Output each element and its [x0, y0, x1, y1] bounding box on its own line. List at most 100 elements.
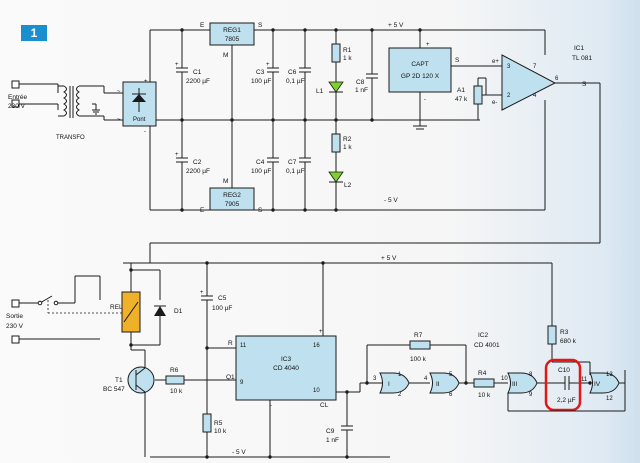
output-terminal-1 [11, 299, 20, 308]
svg-text:S: S [582, 81, 587, 88]
svg-text:100 µF: 100 µF [251, 78, 271, 85]
svg-text:e-: e- [492, 100, 497, 106]
rail-minus5v-bottom: - 5 V [232, 449, 246, 456]
r1-resistor [331, 43, 341, 63]
svg-text:CD 4001: CD 4001 [474, 342, 500, 349]
svg-text:1 k: 1 k [343, 55, 352, 62]
ic1-opamp [501, 54, 557, 111]
svg-text:REG2: REG2 [223, 192, 241, 199]
svg-text:R6: R6 [170, 367, 179, 374]
svg-text:1 nF: 1 nF [326, 437, 339, 444]
svg-text:16: 16 [313, 343, 320, 349]
svg-text:3: 3 [507, 64, 511, 70]
diode-d1 [154, 306, 166, 316]
svg-text:9: 9 [240, 380, 244, 386]
svg-text:1 nF: 1 nF [355, 87, 368, 94]
r2-resistor [331, 133, 341, 153]
svg-text:6: 6 [449, 392, 453, 398]
svg-text:2: 2 [398, 392, 402, 398]
figure-number: 1 [31, 26, 38, 40]
svg-text:+: + [266, 62, 270, 68]
svg-text:-: - [144, 129, 146, 135]
rail-plus5v-top: + 5 V [388, 22, 404, 29]
svg-text:13: 13 [606, 372, 613, 378]
svg-text:-: - [270, 403, 272, 409]
svg-text:+: + [426, 42, 430, 48]
svg-text:7805: 7805 [225, 36, 240, 43]
c10-highlight [544, 358, 582, 412]
svg-text:D1: D1 [174, 308, 183, 315]
c4-label: C4 [256, 159, 265, 166]
svg-text:10 k: 10 k [214, 428, 227, 435]
svg-text:C5: C5 [218, 295, 227, 302]
input-terminal-1 [11, 80, 20, 89]
r6-resistor [165, 375, 185, 385]
rail-plus5v-bottom: + 5 V [381, 255, 397, 262]
svg-text:7905: 7905 [225, 201, 240, 208]
svg-text:4: 4 [533, 93, 537, 99]
svg-text:100 k: 100 k [410, 356, 427, 363]
control-section: + 5 V - 5 V Sortie 230 V REL D1 [6, 255, 626, 459]
svg-text:REG1: REG1 [223, 27, 241, 34]
c6-label: C6 [288, 69, 297, 76]
gate-i [379, 372, 410, 394]
svg-text:0,1 µF: 0,1 µF [286, 168, 305, 175]
svg-text:IC3: IC3 [281, 356, 292, 363]
svg-text:Q1: Q1 [226, 374, 235, 381]
svg-text:10 k: 10 k [170, 388, 183, 395]
svg-text:11: 11 [240, 343, 247, 349]
capt-sensor [388, 47, 452, 93]
svg-text:100 µF: 100 µF [212, 305, 232, 312]
power-supply: Entrée 230 V TRANSFO Pont ~ [8, 22, 592, 214]
ic3-cd4040 [235, 335, 337, 401]
svg-text:C9: C9 [326, 428, 335, 435]
svg-text:R: R [228, 340, 233, 347]
svg-text:R7: R7 [414, 332, 423, 339]
svg-text:11: 11 [581, 377, 588, 383]
svg-text:12: 12 [606, 396, 613, 402]
r4-resistor [473, 378, 495, 388]
led-l2 [328, 171, 344, 183]
rail-minus5v-top: - 5 V [384, 197, 398, 204]
svg-text:CAPT: CAPT [411, 61, 428, 68]
output-label: Sortie [6, 313, 23, 320]
svg-text:CD 4040: CD 4040 [273, 365, 299, 372]
svg-text:2200 µF: 2200 µF [186, 168, 210, 175]
svg-text:0,1 µF: 0,1 µF [286, 78, 305, 85]
c10-label: C10 [558, 367, 570, 374]
c3-label: C3 [256, 69, 265, 76]
r3-resistor [547, 325, 557, 345]
r7-resistor [409, 340, 431, 350]
output-terminal-2 [11, 335, 20, 344]
svg-text:10 k: 10 k [478, 392, 491, 399]
svg-text:E: E [200, 207, 205, 214]
c7-label: C7 [288, 159, 297, 166]
input-voltage: 230 V [8, 103, 26, 110]
svg-text:M: M [223, 178, 228, 185]
transformer [58, 85, 104, 118]
svg-text:IC2: IC2 [478, 332, 489, 339]
gate-ii [429, 372, 460, 394]
svg-text:+: + [319, 329, 323, 335]
svg-text:+: + [175, 152, 179, 158]
c2-label: C2 [193, 159, 202, 166]
svg-text:R2: R2 [343, 136, 352, 143]
c10-value: 2,2 µF [557, 397, 576, 404]
svg-text:10: 10 [313, 388, 320, 394]
svg-text:-: - [424, 97, 426, 103]
gate-iv [589, 372, 620, 394]
svg-text:R1: R1 [343, 47, 352, 54]
svg-text:2200 µF: 2200 µF [186, 78, 210, 85]
svg-text:REL: REL [110, 304, 123, 311]
svg-text:L2: L2 [344, 182, 352, 189]
bridge-label: Pont [133, 117, 146, 123]
transformer-label: TRANSFO [56, 135, 85, 141]
c1-label: C1 [193, 69, 202, 76]
svg-text:47 k: 47 k [455, 96, 468, 103]
svg-text:7: 7 [533, 64, 537, 70]
svg-text:3: 3 [373, 376, 377, 382]
svg-text:1 k: 1 k [343, 144, 352, 151]
svg-text:9: 9 [529, 392, 533, 398]
